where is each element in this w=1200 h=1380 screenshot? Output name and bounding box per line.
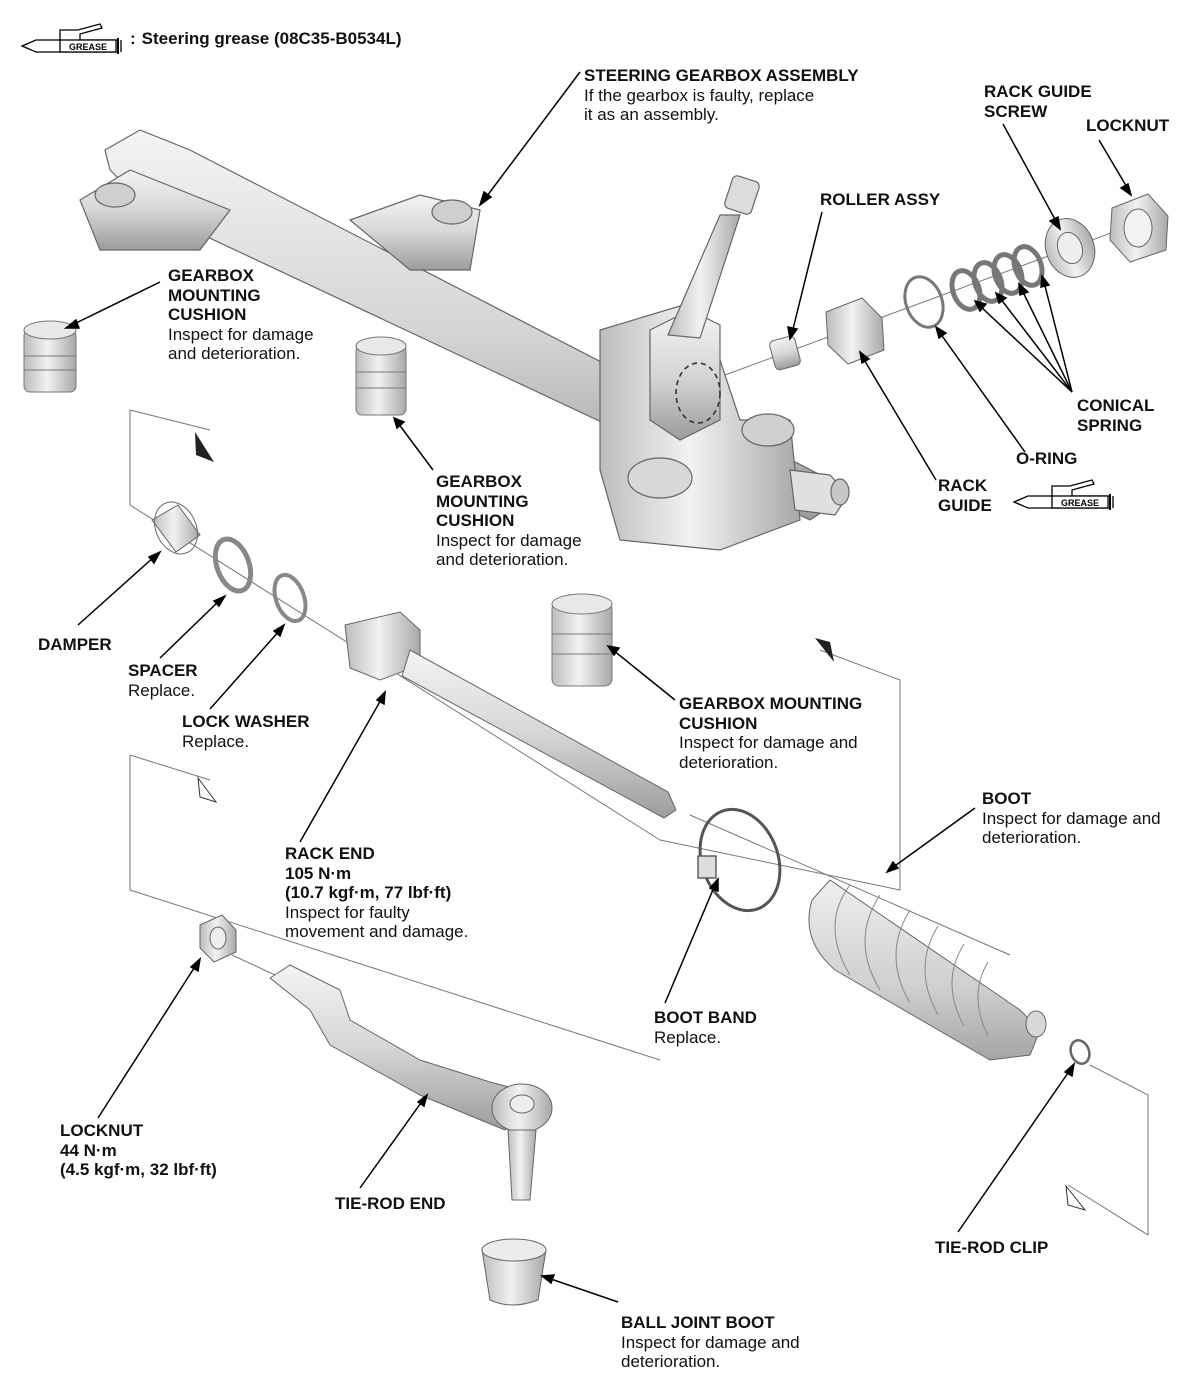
label-gearbox-mounting-cushion-left: GEARBOX MOUNTING CUSHION Inspect for dam…: [168, 266, 314, 364]
label-o-ring: O-RING: [1016, 449, 1077, 469]
label-lock-washer: LOCK WASHER Replace.: [182, 712, 310, 751]
damper-part: [151, 501, 201, 555]
label-tie-rod-end: TIE-ROD END: [335, 1194, 446, 1214]
label-spacer: SPACER Replace.: [128, 661, 198, 700]
boot-band-part: [697, 807, 782, 913]
label-locknut-top: LOCKNUT: [1086, 116, 1169, 136]
label-boot-band: BOOT BAND Replace.: [654, 1008, 757, 1047]
label-rack-guide-screw: RACK GUIDE SCREW: [984, 82, 1092, 121]
label-title: STEERING GEARBOX ASSEMBLY: [584, 66, 859, 85]
label-note: Inspect for damage and deterioration.: [436, 530, 582, 570]
label-steering-gearbox-assembly: STEERING GEARBOX ASSEMBLY If the gearbox…: [584, 66, 859, 125]
locknut-top-part: [1109, 193, 1169, 263]
gearbox-cushion-lower: [551, 593, 613, 687]
label-note: Inspect for damage and deterioration.: [982, 808, 1161, 848]
label-title: CONICAL SPRING: [1077, 396, 1155, 435]
spacer-part: [212, 536, 254, 594]
label-rack-guide: RACK GUIDE: [938, 476, 992, 515]
label-note: Replace.: [182, 731, 250, 751]
label-title: ROLLER ASSY: [820, 190, 941, 209]
alignment-markers: [195, 432, 1087, 1211]
leader-arrows: [63, 71, 1133, 1303]
label-locknut-bottom: LOCKNUT 44 N·m (4.5 kgf·m, 32 lbf·ft): [60, 1121, 217, 1180]
label-title: RACK GUIDE: [938, 476, 992, 515]
conical-spring-parts: [949, 244, 1045, 312]
legend-separator: :: [130, 29, 136, 48]
label-title: LOCKNUT: [1086, 116, 1170, 135]
label-title: RACK GUIDE SCREW: [984, 82, 1092, 121]
label-title: DAMPER: [38, 635, 112, 654]
label-gearbox-mounting-cushion-center: GEARBOX MOUNTING CUSHION Inspect for dam…: [436, 472, 582, 570]
label-title: BOOT: [982, 789, 1032, 808]
svg-text:GREASE: GREASE: [69, 42, 107, 52]
lock-washer-part: [272, 572, 308, 624]
rack-guide-screw-part: [1044, 218, 1096, 278]
label-gearbox-mounting-cushion-lower: GEARBOX MOUNTING CUSHION Inspect for dam…: [679, 694, 862, 772]
label-note: Replace.: [128, 680, 196, 700]
ball-joint-boot-part: [481, 1238, 547, 1306]
label-note: Inspect for damage and deterioration.: [621, 1332, 800, 1372]
label-title: O-RING: [1016, 449, 1078, 468]
label-tie-rod-clip: TIE-ROD CLIP: [935, 1238, 1048, 1258]
legend-text: Steering grease (08C35-B0534L): [141, 29, 402, 48]
label-title: SPACER: [128, 661, 198, 680]
label-title: TIE-ROD CLIP: [935, 1238, 1049, 1257]
rack-guide-part: [825, 297, 885, 365]
rack-end-part: [344, 611, 677, 819]
label-boot: BOOT Inspect for damage and deterioratio…: [982, 789, 1161, 848]
o-ring-grease-icon: GREASE: [1012, 479, 1114, 510]
tie-rod-end-part: [269, 964, 553, 1201]
grease-legend: GREASE : Steering grease (08C35-B0534L): [20, 22, 402, 56]
label-title: LOCK WASHER: [182, 712, 310, 731]
label-conical-spring: CONICAL SPRING: [1077, 396, 1154, 435]
label-title: RACK END 105 N·m (10.7 kgf·m, 77 lbf·ft): [285, 844, 452, 902]
gearbox-cushion-left: [23, 320, 77, 393]
label-note: Replace.: [654, 1027, 722, 1047]
label-roller-assy: ROLLER ASSY: [820, 190, 940, 210]
label-note: Inspect for faulty movement and damage.: [285, 902, 469, 942]
gearbox-cushion-center: [355, 336, 407, 416]
locknut-bottom-part: [199, 914, 237, 963]
steering-gearbox-assembly: [79, 129, 850, 551]
label-title: GEARBOX MOUNTING CUSHION: [436, 472, 529, 530]
label-title: BALL JOINT BOOT: [621, 1313, 775, 1332]
o-ring-part: [903, 275, 945, 329]
roller-assy-part: [769, 335, 801, 371]
label-note: Inspect for damage and deterioration.: [679, 733, 858, 772]
grease-gun-icon: GREASE: [20, 23, 122, 54]
svg-text:GREASE: GREASE: [1061, 498, 1099, 508]
tie-rod-clip-part: [1069, 1039, 1091, 1065]
label-title: BOOT BAND: [654, 1008, 757, 1027]
label-rack-end: RACK END 105 N·m (10.7 kgf·m, 77 lbf·ft)…: [285, 844, 468, 942]
label-note: If the gearbox is faulty, replace it as …: [584, 85, 815, 125]
label-title: GEARBOX MOUNTING CUSHION: [679, 694, 863, 733]
label-title: TIE-ROD END: [335, 1194, 446, 1213]
label-title: GEARBOX MOUNTING CUSHION: [168, 266, 261, 324]
label-title: LOCKNUT 44 N·m (4.5 kgf·m, 32 lbf·ft): [60, 1121, 217, 1179]
label-note: Inspect for damage and deterioration.: [168, 324, 314, 364]
boot-part: [808, 879, 1047, 1061]
label-damper: DAMPER: [38, 635, 112, 655]
label-ball-joint-boot: BALL JOINT BOOT Inspect for damage and d…: [621, 1313, 800, 1372]
